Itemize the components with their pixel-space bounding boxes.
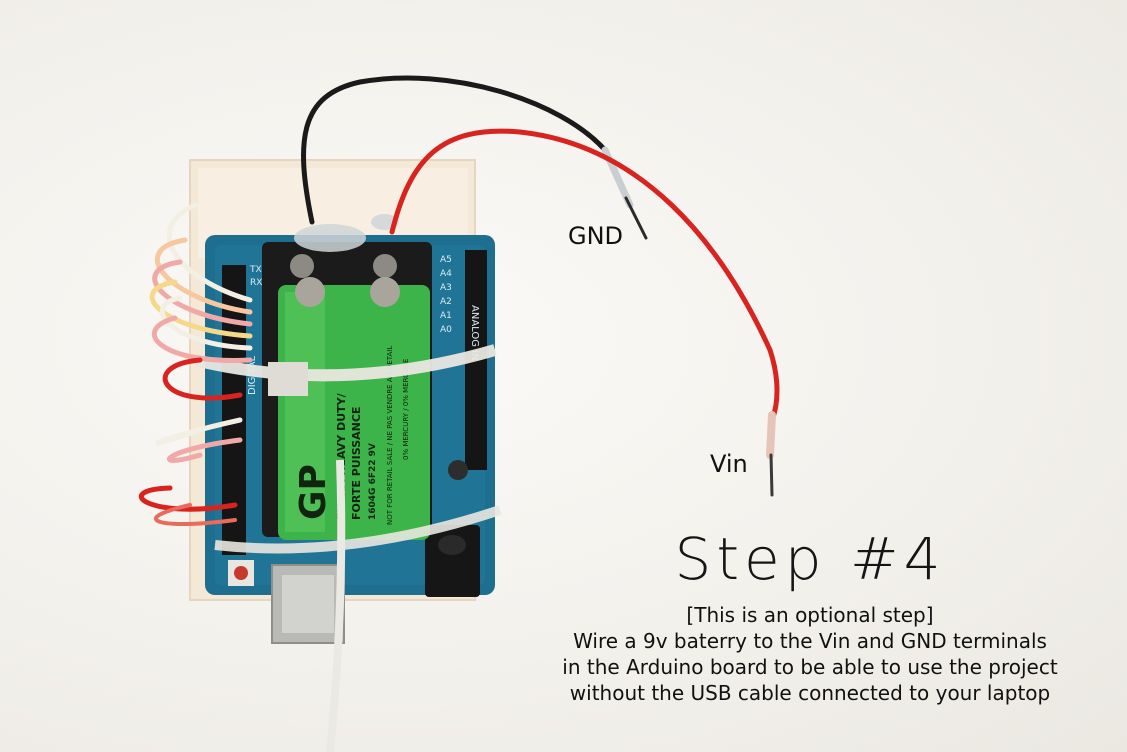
gnd-label: GND — [568, 222, 624, 250]
battery-text-line: FORTE PUISSANCE — [350, 407, 363, 520]
battery-brand: GP — [293, 464, 334, 520]
tx-label: TX — [249, 265, 262, 275]
battery-text-line: NOT FOR RETAIL SALE / NE PAS VENDRE AU D… — [386, 346, 394, 525]
jumper-wires — [138, 202, 253, 527]
rx-label: RX — [250, 278, 262, 288]
pin-label: A3 — [440, 283, 452, 293]
board-pin-labels: A5 A4 A3 A2 A1 A0 TX RX — [249, 255, 452, 335]
pin-label: A2 — [440, 297, 452, 307]
pin-label: A0 — [440, 325, 452, 335]
caption-line: in the Arduino board to be able to use t… — [562, 655, 1058, 679]
vin-wire — [389, 128, 780, 497]
caption-line: without the USB cable connected to your … — [569, 681, 1051, 705]
battery-text-line: 0% MERCURY / 0% MERCURE — [402, 359, 410, 460]
step-caption: Step #4 [This is an optional step] Wire … — [520, 530, 1100, 706]
step-title: Step #4 — [674, 525, 946, 593]
battery-text-line: 1604G 6F22 9V — [368, 443, 378, 520]
board-analog-label: ANALOG IN — [469, 305, 480, 361]
caption-line: [This is an optional step] — [686, 603, 934, 627]
nine-volt-battery: GP EXTRA HEAVY DUTY/ FORTE PUISSANCE 160… — [278, 277, 430, 540]
pin-label: A1 — [440, 311, 452, 321]
vin-label: Vin — [710, 450, 748, 478]
zip-ties — [193, 344, 502, 752]
pin-label: A5 — [440, 255, 452, 265]
pin-label: A4 — [440, 269, 452, 279]
caption-line: Wire a 9v baterry to the Vin and GND ter… — [573, 629, 1047, 653]
